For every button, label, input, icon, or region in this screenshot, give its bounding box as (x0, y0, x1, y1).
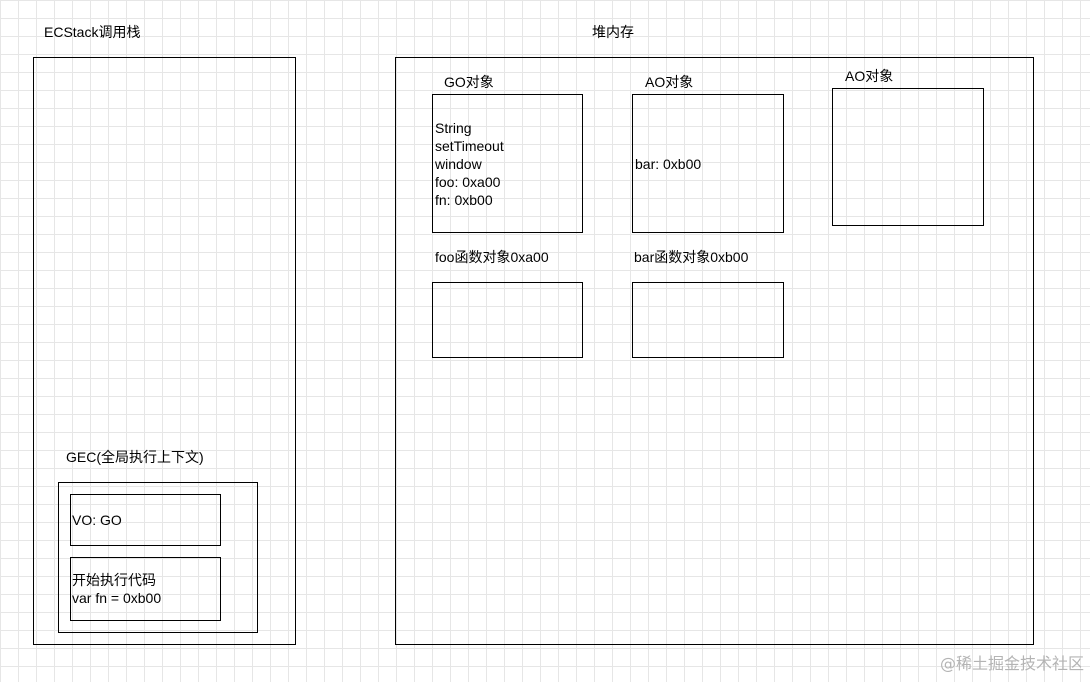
ao2-label: AO对象 (845, 68, 894, 84)
go-label: GO对象 (444, 74, 494, 90)
heap-panel (395, 57, 1034, 645)
bar-fn-box (632, 282, 784, 358)
go-line: foo: 0xa00 (435, 174, 501, 190)
vo-box (70, 494, 221, 546)
foo-fn-label: foo函数对象0xa00 (435, 249, 549, 265)
code-line: 开始执行代码 (72, 572, 156, 588)
go-line: String (435, 120, 472, 136)
ao1-box (632, 94, 784, 233)
ao2-box (832, 88, 984, 226)
code-box (70, 557, 221, 621)
ao1-line: bar: 0xb00 (635, 156, 702, 172)
foo-fn-box (432, 282, 583, 358)
go-line: setTimeout (435, 138, 504, 154)
code-line: var fn = 0xb00 (72, 590, 162, 606)
code-lines: 开始执行代码 var fn = 0xb00 (72, 571, 161, 607)
go-line: window (435, 156, 482, 172)
go-box (432, 94, 583, 233)
go-lines: String setTimeout window foo: 0xa00 fn: … (435, 119, 504, 209)
ao1-lines: bar: 0xb00 (635, 155, 701, 173)
ecstack-panel (33, 57, 296, 645)
gec-box (58, 482, 258, 633)
ao1-label: AO对象 (645, 74, 694, 90)
vo-text: VO: GO (72, 512, 122, 528)
ecstack-title: ECStack调用栈 (44, 24, 141, 40)
heap-title: 堆内存 (592, 24, 634, 40)
watermark: @稀土掘金技术社区 (939, 654, 1084, 673)
bar-fn-label: bar函数对象0xb00 (634, 249, 749, 265)
gec-label: GEC(全局执行上下文) (66, 449, 204, 465)
go-line: fn: 0xb00 (435, 192, 493, 208)
